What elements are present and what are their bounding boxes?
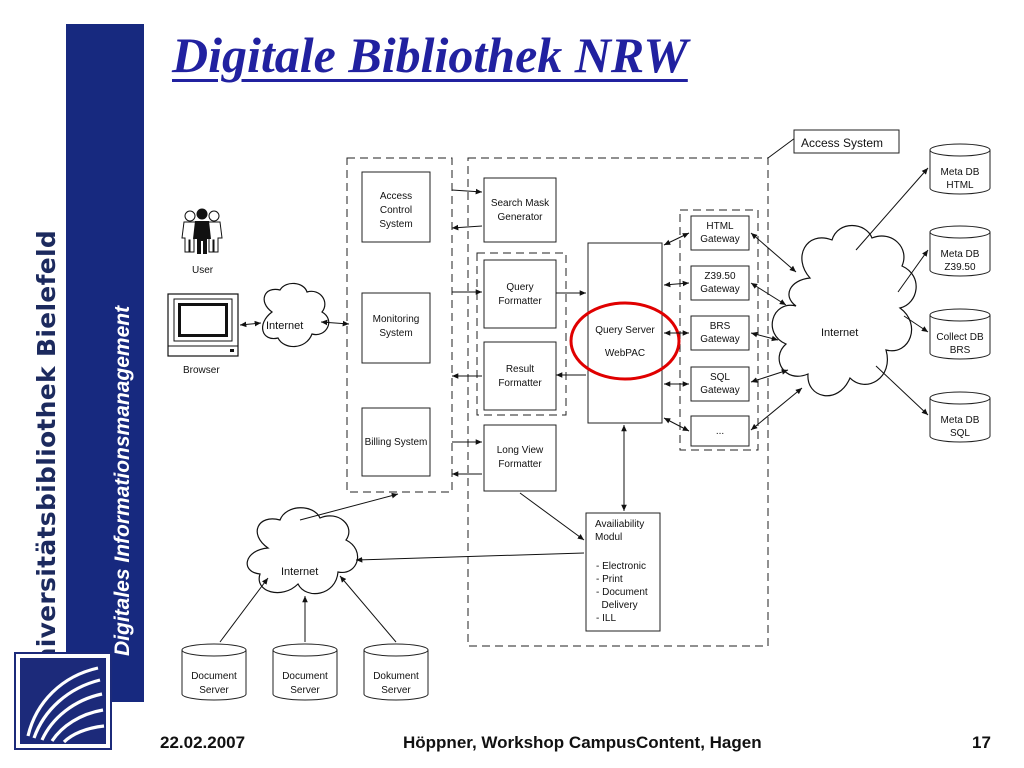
html-gateway-line-2: Gateway xyxy=(700,234,739,245)
brs-gateway-line-2: Gateway xyxy=(700,334,739,345)
footer-page-number: 17 xyxy=(972,733,991,752)
availability-line-1: Availiability xyxy=(595,519,644,530)
search-mask-line-1: Search Mask xyxy=(491,198,550,209)
monitoring-line-2: System xyxy=(379,328,412,339)
long-view-line-2: Formatter xyxy=(498,459,542,470)
availability-line-6: - Document xyxy=(596,587,648,598)
html-gateway-line-1: HTML xyxy=(706,221,734,232)
db-collect-brs-line-1: Collect DB xyxy=(936,332,984,343)
gateway-group-container xyxy=(679,209,759,451)
sidebar-branding: Universitätsbibliothek Bielefeld Digital… xyxy=(14,24,144,702)
formatter-group-container xyxy=(476,252,567,416)
availability-line-7: Delivery xyxy=(596,600,638,611)
result-formatter-box xyxy=(483,341,557,411)
z3950-gateway-line-2: Gateway xyxy=(700,284,739,295)
brs-gateway-line-1: BRS xyxy=(710,321,731,332)
user-label: User xyxy=(192,265,214,276)
db-meta-html-line-2: HTML xyxy=(946,180,974,191)
access-control-line-3: System xyxy=(379,219,412,230)
result-formatter-line-1: Result xyxy=(506,364,535,375)
internet-cloud-bottom xyxy=(246,507,359,595)
long-view-line-1: Long View xyxy=(497,445,544,456)
query-formatter-box xyxy=(483,259,557,329)
html-gateway-box xyxy=(690,215,750,251)
footer-date: 22.02.2007 xyxy=(160,733,246,752)
department-name: Digitales Informationsmanagement xyxy=(111,305,134,656)
db-meta-z3950-line-1: Meta DB xyxy=(941,249,980,260)
more-gateways-label: ... xyxy=(716,426,724,437)
db-collect-brs-line-2: BRS xyxy=(950,345,971,356)
internet-cloud-left xyxy=(262,282,330,348)
document-server-1: Document Server xyxy=(181,643,247,701)
db-meta-sql-line-2: SQL xyxy=(950,428,970,439)
highlight-circle xyxy=(569,301,681,381)
document-server-2: Document Server xyxy=(272,643,338,701)
access-system-container xyxy=(467,157,769,647)
query-formatter-line-1: Query xyxy=(506,282,533,293)
query-server-box xyxy=(587,242,663,424)
access-control-box xyxy=(361,171,431,243)
server-1-line-2: Server xyxy=(199,685,229,696)
webpac-label: WebPAC xyxy=(605,348,645,359)
db-collect-brs: Collect DB BRS xyxy=(929,308,991,360)
result-formatter-line-2: Formatter xyxy=(498,378,542,389)
internet-right-label: Internet xyxy=(821,327,858,339)
footer-presenter: Höppner, Workshop CampusContent, Hagen xyxy=(403,733,762,752)
control-container xyxy=(346,157,453,493)
brs-gateway-box xyxy=(690,315,750,351)
slide-title: Digitale Bibliothek NRW xyxy=(172,27,688,83)
sql-gateway-line-1: SQL xyxy=(710,372,730,383)
db-meta-sql: Meta DB SQL xyxy=(929,391,991,443)
internet-cloud-right xyxy=(771,225,917,397)
more-gateways-box xyxy=(690,415,750,447)
internet-left-label: Internet xyxy=(266,320,303,332)
server-1-line-1: Document xyxy=(191,671,237,682)
sql-gateway-box xyxy=(690,366,750,402)
server-3-line-1: Dokument xyxy=(373,671,419,682)
access-control-line-1: Access xyxy=(380,191,412,202)
monitoring-line-1: Monitoring xyxy=(373,314,420,325)
availability-line-8: - ILL xyxy=(596,613,616,624)
monitoring-box xyxy=(361,292,431,364)
availability-line-4: - Electronic xyxy=(596,561,646,572)
search-mask-line-2: Generator xyxy=(497,212,543,223)
server-2-line-2: Server xyxy=(290,685,320,696)
availability-line-2: Modul xyxy=(595,532,622,543)
sql-gateway-line-2: Gateway xyxy=(700,385,739,396)
db-meta-z3950: Meta DB Z39.50 xyxy=(929,225,991,277)
browser-label: Browser xyxy=(183,365,220,376)
db-meta-sql-line-1: Meta DB xyxy=(941,415,980,426)
long-view-formatter-box xyxy=(483,424,557,492)
billing-line-1: Billing System xyxy=(365,437,428,448)
search-mask-box xyxy=(483,177,557,243)
query-formatter-line-2: Formatter xyxy=(498,296,542,307)
access-control-line-2: Control xyxy=(380,205,412,216)
user-icon xyxy=(181,208,223,254)
architecture-diagram: Access System User Browser Internet Acce… xyxy=(167,129,991,701)
university-logo xyxy=(14,652,112,750)
billing-box xyxy=(361,407,431,477)
browser-icon xyxy=(167,293,239,357)
db-meta-html-line-1: Meta DB xyxy=(941,167,980,178)
internet-bottom-label: Internet xyxy=(281,566,318,578)
db-meta-html: Meta DB HTML xyxy=(929,143,991,195)
access-system-label: Access System xyxy=(801,136,883,150)
z3950-gateway-line-1: Z39.50 xyxy=(704,271,736,282)
university-name: Universitätsbibliothek Bielefeld xyxy=(32,229,61,686)
availability-line-5: - Print xyxy=(596,574,623,585)
query-server-label: Query Server xyxy=(595,325,655,336)
server-2-line-1: Document xyxy=(282,671,328,682)
z3950-gateway-box xyxy=(690,265,750,301)
access-system-label-box xyxy=(793,129,900,154)
dokument-server-3: Dokument Server xyxy=(363,643,429,701)
server-3-line-2: Server xyxy=(381,685,411,696)
sidebar-panel xyxy=(66,24,144,702)
availability-modul-box xyxy=(585,512,661,632)
db-meta-z3950-line-2: Z39.50 xyxy=(944,262,976,273)
